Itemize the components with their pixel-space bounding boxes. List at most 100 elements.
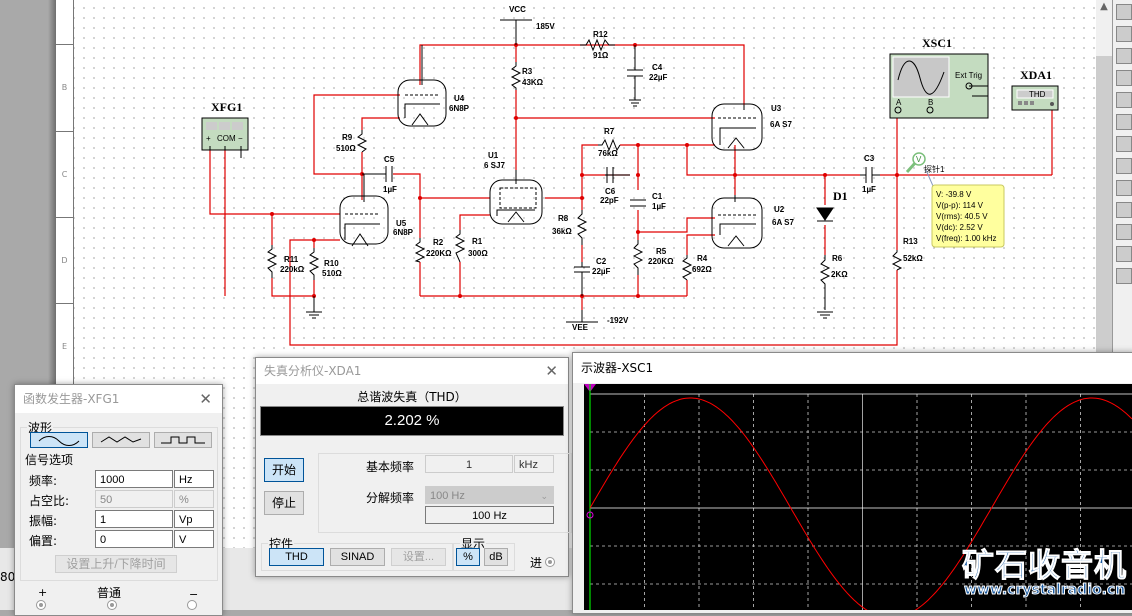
background-fragment: 80 — [0, 570, 16, 584]
svg-text:R6: R6 — [832, 254, 843, 263]
triangle-wave-icon — [100, 436, 142, 443]
plus-terminal[interactable] — [36, 600, 46, 610]
signal-options-label: 信号选项 — [25, 453, 74, 467]
palette-tool-icon[interactable] — [1116, 4, 1132, 20]
svg-text:−: − — [238, 134, 243, 143]
palette-tool-icon[interactable] — [1116, 180, 1132, 196]
stop-button[interactable]: 停止 — [264, 491, 304, 515]
close-icon[interactable]: ✕ — [545, 362, 558, 380]
palette-tool-icon[interactable] — [1116, 136, 1132, 152]
palette-tool-icon[interactable] — [1116, 26, 1132, 42]
start-button[interactable]: 开始 — [264, 458, 304, 482]
offset-unit-select[interactable]: V — [174, 530, 214, 548]
palette-tool-icon[interactable] — [1116, 70, 1132, 86]
set-rise-fall-time-button[interactable]: 设置上升/下降时间 — [55, 555, 177, 573]
tube-u2 — [711, 195, 763, 249]
oscilloscope-screen[interactable] — [584, 384, 1132, 616]
frequency-unit-select[interactable]: Hz — [174, 470, 214, 488]
svg-text:COM: COM — [217, 134, 236, 143]
svg-text:C3: C3 — [864, 154, 875, 163]
svg-text:R12: R12 — [593, 30, 608, 39]
percent-display-button[interactable]: % — [456, 548, 480, 566]
svg-text:V: V — [916, 155, 922, 164]
group-label: 控件 — [268, 535, 295, 552]
channel-a-offset-marker[interactable] — [586, 511, 594, 519]
function-generator-window: 函数发生器-XFG1✕ 波形 信号选项 频率: 1000 Hz 占空比: 50 … — [14, 384, 223, 616]
svg-text:300Ω: 300Ω — [468, 249, 488, 258]
svg-text:91Ω: 91Ω — [593, 51, 609, 60]
thd-mode-button[interactable]: THD — [269, 548, 324, 566]
chevron-down-icon: ⌄ — [540, 491, 548, 501]
resolution-frequency-label: 分解频率 — [366, 491, 415, 505]
scope-display — [584, 384, 1132, 616]
tube-u3 — [711, 103, 763, 151]
svg-text:1µF: 1µF — [862, 185, 876, 194]
svg-text:R5: R5 — [656, 247, 667, 256]
svg-text:D1: D1 — [833, 189, 848, 203]
palette-tool-icon[interactable] — [1116, 114, 1132, 130]
schematic-labels: VCC 185V R12 91Ω C4 22µF R3 43KΩ U4 6N8P… — [206, 5, 1052, 332]
square-wave-icon — [161, 436, 205, 444]
title-bar[interactable]: 示波器-XSC1 — [573, 353, 1132, 383]
palette-tool-icon[interactable] — [1116, 92, 1132, 108]
svg-text:XDA1: XDA1 — [1020, 68, 1052, 82]
svg-text:U3: U3 — [771, 104, 782, 113]
triangle-wave-button[interactable] — [92, 432, 150, 448]
fundamental-frequency-input[interactable]: 1 — [425, 455, 513, 473]
tube-u4 — [397, 45, 447, 127]
sine-wave-button[interactable] — [30, 432, 88, 448]
palette-tool-icon[interactable] — [1116, 48, 1132, 64]
square-wave-button[interactable] — [154, 432, 212, 448]
tube-u5 — [339, 174, 389, 247]
close-icon[interactable]: ✕ — [199, 390, 212, 408]
palette-tool-icon[interactable] — [1116, 246, 1132, 262]
title-bar[interactable]: 函数发生器-XFG1✕ — [15, 385, 222, 413]
palette-tool-icon[interactable] — [1116, 268, 1132, 284]
svg-text:6N8P: 6N8P — [449, 104, 470, 113]
svg-text:Ext Trig: Ext Trig — [955, 71, 982, 80]
svg-text:R2: R2 — [433, 238, 444, 247]
ruler-row: C — [56, 131, 73, 218]
watermark: 矿石收音机 www.crystalradio.cn — [961, 546, 1128, 599]
resolution-frequency-value: 100 Hz — [425, 506, 554, 524]
svg-text:R4: R4 — [697, 254, 708, 263]
title-bar[interactable]: 失真分析仪-XDA1 ✕ — [256, 358, 568, 384]
svg-text:U5: U5 — [396, 219, 407, 228]
svg-text:B: B — [928, 98, 933, 107]
amplitude-input[interactable]: 1 — [95, 510, 173, 528]
xda1-instrument[interactable] — [1011, 85, 1059, 111]
sinad-mode-button[interactable]: SINAD — [330, 548, 385, 566]
window-title: 示波器-XSC1 — [581, 361, 654, 375]
window-title: 失真分析仪-XDA1 — [264, 364, 362, 378]
input-terminal[interactable] — [545, 557, 555, 567]
palette-tool-icon[interactable] — [1116, 202, 1132, 218]
watermark-title: 矿石收音机 — [961, 546, 1128, 584]
svg-text:R11: R11 — [284, 255, 299, 264]
svg-text:THD: THD — [1029, 90, 1046, 99]
minus-terminal[interactable] — [187, 600, 197, 610]
voltage-probe[interactable]: V — [905, 152, 1005, 248]
svg-text:-192V: -192V — [607, 316, 629, 325]
common-terminal[interactable] — [107, 600, 117, 610]
controls-group: 控件 — [261, 535, 453, 571]
offset-label: 偏置: — [29, 534, 58, 548]
resolution-frequency-select[interactable]: 100 Hz ⌄ — [425, 486, 554, 504]
xsc1-instrument[interactable] — [889, 53, 989, 119]
frequency-input[interactable]: 1000 — [95, 470, 173, 488]
xfg1-instrument[interactable] — [201, 117, 249, 158]
svg-text:R9: R9 — [342, 133, 353, 142]
settings-button[interactable]: 设置... — [391, 548, 446, 566]
svg-text:22pF: 22pF — [600, 196, 619, 205]
duty-cycle-input[interactable]: 50 — [95, 490, 173, 508]
svg-text:VEE: VEE — [572, 323, 589, 332]
svg-text:1µF: 1µF — [652, 202, 666, 211]
svg-text:C6: C6 — [605, 187, 616, 196]
palette-tool-icon[interactable] — [1116, 224, 1132, 240]
offset-input[interactable]: 0 — [95, 530, 173, 548]
amplitude-unit-select[interactable]: Vp — [174, 510, 214, 528]
svg-text:探针1: 探针1 — [924, 164, 945, 174]
palette-tool-icon[interactable] — [1116, 158, 1132, 174]
db-display-button[interactable]: dB — [484, 548, 508, 566]
scroll-up-icon[interactable]: ▲ — [1100, 1, 1108, 12]
svg-text:C2: C2 — [596, 257, 607, 266]
